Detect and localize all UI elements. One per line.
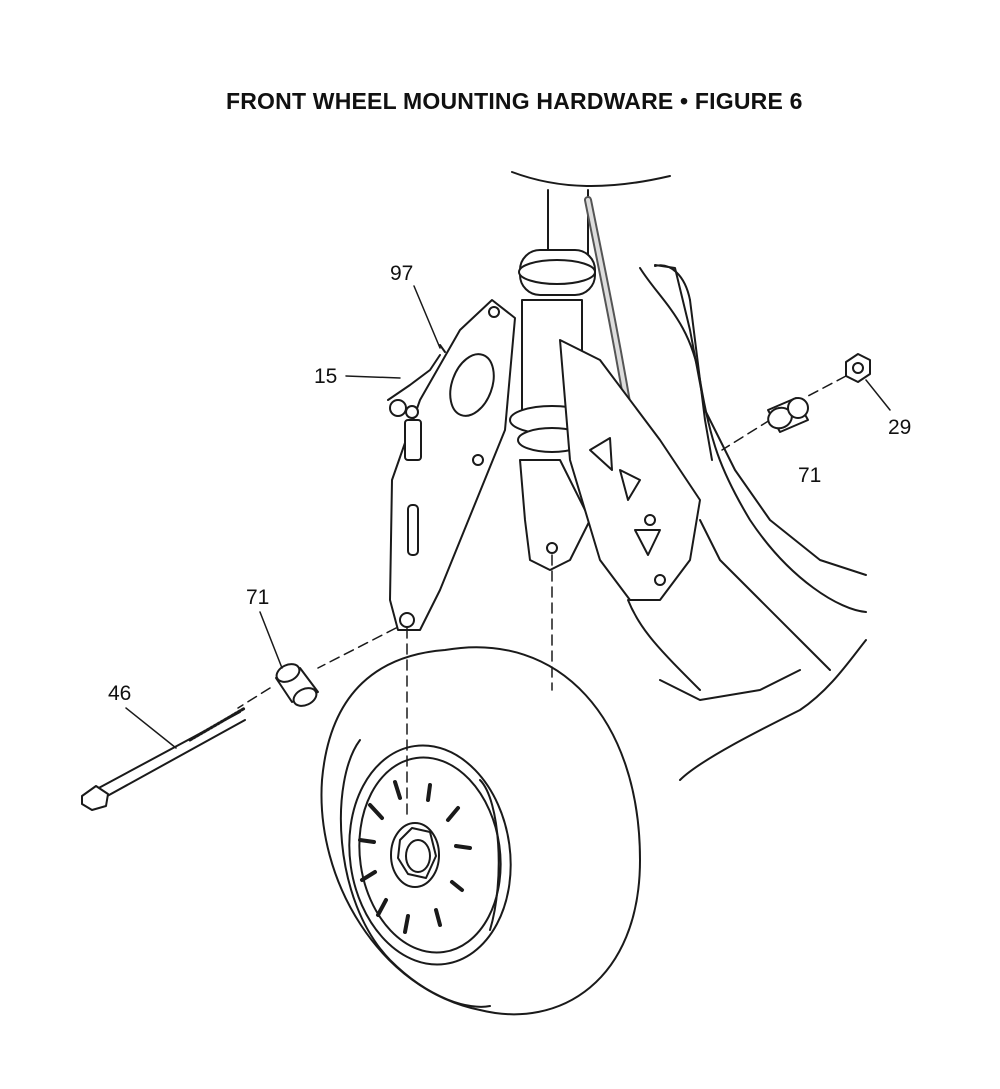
right-fork-plate xyxy=(519,264,713,691)
alignment-lines xyxy=(237,375,847,821)
callout-71-left: 71 xyxy=(246,586,269,609)
part-29-nut xyxy=(845,353,871,383)
callout-46: 46 xyxy=(108,682,131,705)
left-fork-plate xyxy=(389,299,516,631)
part-71-right-spacer xyxy=(767,397,809,433)
callout-97: 97 xyxy=(390,262,413,285)
callout-15: 15 xyxy=(314,365,337,388)
callout-29: 29 xyxy=(888,416,911,439)
front-wheel xyxy=(320,646,641,1016)
part-71-left-spacer xyxy=(275,663,319,707)
part-46-bolt xyxy=(81,706,247,811)
callout-71-right: 71 xyxy=(798,464,821,487)
figure-title: FRONT WHEEL MOUNTING HARDWARE • FIGURE 6 xyxy=(226,88,803,114)
part-15-bracket xyxy=(387,344,446,461)
leader-lines xyxy=(125,285,891,749)
